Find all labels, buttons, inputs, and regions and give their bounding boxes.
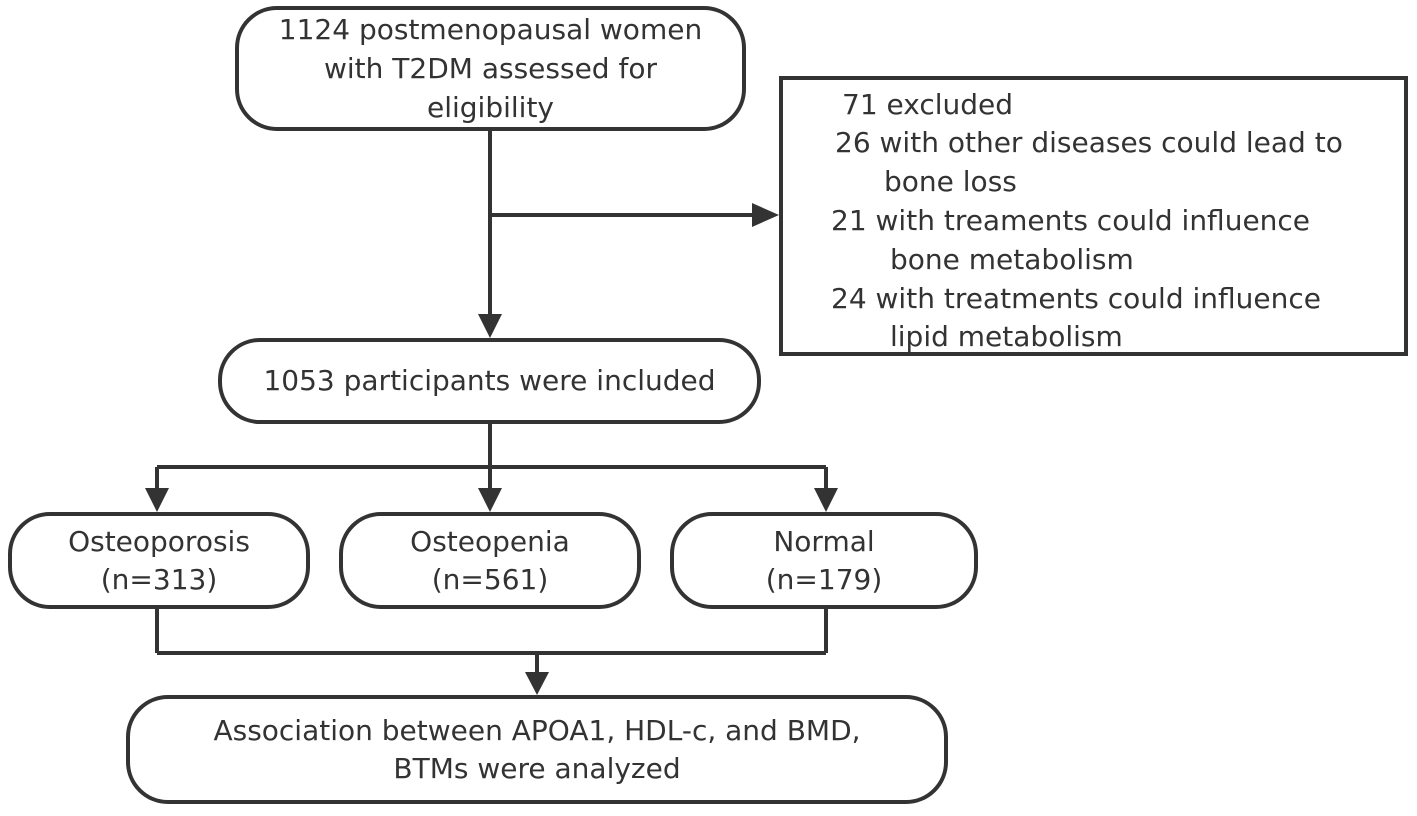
group-box-normal: Normal (n=179) <box>670 512 978 609</box>
arrowhead-to-osteoporosis <box>145 488 169 512</box>
excluded-box: 71 excluded 26 with other diseases could… <box>779 76 1408 356</box>
analysis-box: Association between APOA1, HDL-c, and BM… <box>126 695 948 804</box>
included-box: 1053 participants were included <box>218 338 761 424</box>
group-name-osteoporosis: Osteoporosis <box>68 524 250 558</box>
group-count-osteoporosis: (n=313) <box>100 562 218 596</box>
included-text: 1053 participants were included <box>263 364 716 397</box>
enrollment-line-2: with T2DM assessed for <box>324 52 657 85</box>
excluded-reason-2: 21 with treaments could influence <box>831 204 1311 237</box>
group-name-normal: Normal <box>773 524 875 558</box>
arrowhead-to-normal <box>814 488 838 512</box>
excluded-reason-1-cont: bone loss <box>884 165 1017 198</box>
enrollment-box: 1124 postmenopausal women with T2DM asse… <box>235 6 746 131</box>
group-count-normal: (n=179) <box>765 562 883 596</box>
analysis-line-1: Association between APOA1, HDL-c, and BM… <box>213 713 861 747</box>
excluded-reason-1: 26 with other diseases could lead to <box>835 126 1343 159</box>
excluded-reason-3-cont: lipid metabolism <box>890 320 1123 353</box>
enrollment-line-3: eligibility <box>427 91 554 124</box>
excluded-reason-2-cont: bone metabolism <box>890 243 1134 276</box>
arrowhead-to-excluded <box>752 203 779 227</box>
arrowhead-to-osteopenia <box>478 488 502 512</box>
group-box-osteopenia: Osteopenia (n=561) <box>339 512 641 609</box>
analysis-line-2: BTMs were analyzed <box>393 751 681 785</box>
group-box-osteoporosis: Osteoporosis (n=313) <box>8 512 310 609</box>
enrollment-line-1: 1124 postmenopausal women <box>278 13 703 46</box>
excluded-reason-3: 24 with treatments could influence <box>831 282 1322 315</box>
group-count-osteopenia: (n=561) <box>431 562 549 596</box>
excluded-total: 71 excluded <box>842 88 1014 121</box>
arrowhead-to-included <box>478 314 502 338</box>
group-name-osteopenia: Osteopenia <box>410 524 570 558</box>
arrowhead-to-analysis <box>525 672 549 695</box>
